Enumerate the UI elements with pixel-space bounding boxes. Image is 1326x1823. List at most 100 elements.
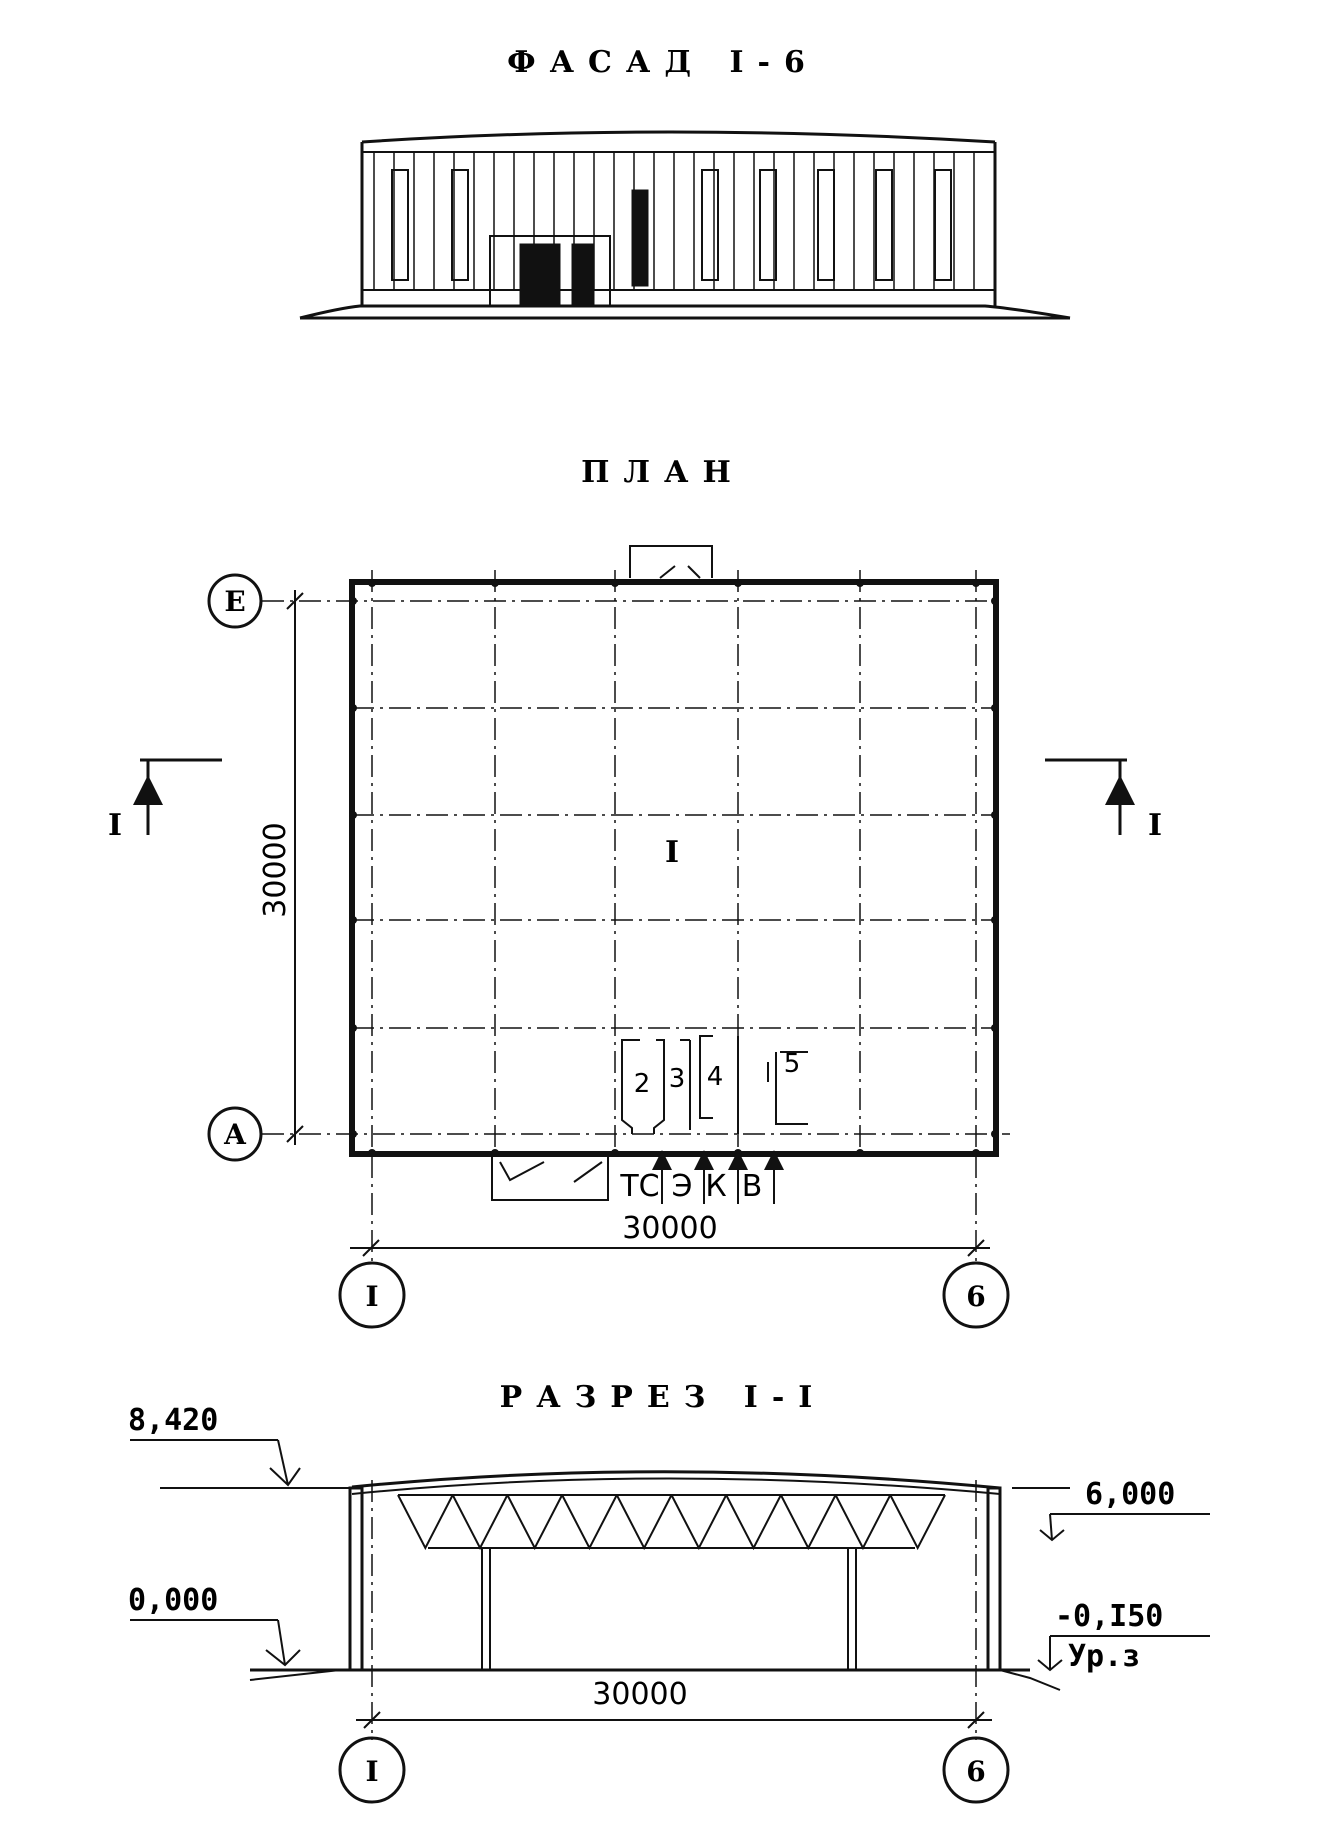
column-dot (491, 579, 499, 587)
section-marker-left-label: I (108, 808, 122, 843)
axis-row-A: A (207, 1106, 263, 1162)
level-ground: -0,I50 (1055, 1599, 1163, 1634)
section-column-right (847, 1547, 857, 1671)
section-marker-right (1045, 758, 1135, 835)
room-main: I (665, 835, 679, 870)
room-2: 2 (634, 1069, 651, 1099)
room-4: 4 (707, 1062, 724, 1092)
section-column-left (481, 1547, 491, 1671)
axis-row-E: E (207, 573, 263, 629)
window (759, 169, 777, 281)
facade (299, 130, 1071, 320)
facade-panels (373, 152, 975, 290)
window (701, 169, 719, 281)
facade-roof (361, 130, 996, 144)
level-marks (130, 1439, 1210, 1672)
truss-web (889, 1494, 946, 1551)
truss-web (561, 1494, 618, 1551)
room-5: 5 (784, 1049, 801, 1079)
axis-label-1: I (365, 1280, 378, 1313)
column-dot (991, 1024, 999, 1032)
column-dot (368, 579, 376, 587)
section-axis-label-1: I (365, 1755, 378, 1788)
window (934, 169, 952, 281)
utility-label: В (742, 1169, 763, 1204)
column-dot (611, 1149, 619, 1157)
column-dot (734, 1149, 742, 1157)
section-width-dimension (356, 1711, 992, 1729)
axis-label-A: A (223, 1118, 247, 1151)
section-roof (351, 1470, 1001, 1490)
axis-col-1: I (338, 1261, 406, 1329)
section-wall-left (348, 1486, 364, 1672)
utility-label: Э (672, 1169, 693, 1204)
truss-web (451, 1494, 509, 1551)
facade-windows (391, 169, 952, 281)
facade-ground-line (299, 304, 1071, 320)
plan-height-label: 30000 (258, 822, 293, 917)
small-rooms (621, 1035, 808, 1134)
level-top-left: 8,420 (128, 1403, 218, 1438)
truss-web (725, 1494, 782, 1551)
column-dot (991, 597, 999, 605)
column-dot (972, 1149, 980, 1157)
column-dot (991, 811, 999, 819)
truss-web (506, 1494, 563, 1551)
section-marker-left (133, 758, 222, 835)
column-dot (856, 579, 864, 587)
column-dot (991, 916, 999, 924)
axis-label-E: E (224, 585, 245, 618)
plan-bottom-vestibule (491, 1156, 609, 1201)
window (451, 169, 469, 281)
truss-web (780, 1494, 837, 1551)
section-title: РАЗРЕЗ I-I (500, 1380, 827, 1415)
plan-height-dimension (286, 590, 304, 1145)
truss-web (670, 1494, 728, 1551)
truss-web (834, 1494, 892, 1551)
section-axis-col-1: I (338, 1736, 406, 1804)
section-marker-right-label: I (1148, 808, 1162, 843)
utility-label: ТС (619, 1169, 659, 1204)
level-top-right: 6,000 (1085, 1477, 1175, 1512)
column-dot (368, 1149, 376, 1157)
plan-title: ПЛАН (581, 455, 745, 490)
section-width-label: 30000 (592, 1677, 687, 1712)
column-dot (349, 704, 357, 712)
section-roof-inner (351, 1477, 1001, 1495)
facade-door-left (519, 243, 561, 307)
window (391, 169, 409, 281)
level-ground-label: Ур.з (1068, 1639, 1140, 1674)
axis-label-6: 6 (966, 1280, 985, 1313)
level-zero: 0,000 (128, 1583, 218, 1618)
facade-stair-window (631, 189, 649, 287)
window (817, 169, 835, 281)
column-dot (349, 916, 357, 924)
section-axis-col-6: 6 (942, 1736, 1010, 1804)
section (249, 1470, 1061, 1740)
plan-width-label: 30000 (622, 1211, 717, 1246)
utility-label: К (705, 1169, 726, 1204)
plan-top-annex (629, 545, 713, 579)
column-dot (349, 811, 357, 819)
facade-title: ФАСАД I-6 (507, 45, 819, 80)
column-dot (734, 579, 742, 587)
column-dot (611, 579, 619, 587)
window (875, 169, 893, 281)
axis-col-6: 6 (942, 1261, 1010, 1329)
column-dot (991, 704, 999, 712)
plan-outer-wall (349, 579, 999, 1157)
column-dot (491, 1149, 499, 1157)
plan: E A 30000 I I I (108, 545, 1162, 1329)
plan-columns (349, 579, 999, 1157)
truss-web (615, 1494, 673, 1551)
column-dot (856, 1149, 864, 1157)
column-dot (349, 1024, 357, 1032)
facade-door-right (571, 243, 595, 307)
truss-web (397, 1494, 454, 1551)
section-axis-label-6: 6 (966, 1755, 985, 1788)
section-truss (397, 1494, 946, 1551)
room-3: 3 (669, 1064, 686, 1094)
section-wall-right (986, 1486, 1002, 1672)
